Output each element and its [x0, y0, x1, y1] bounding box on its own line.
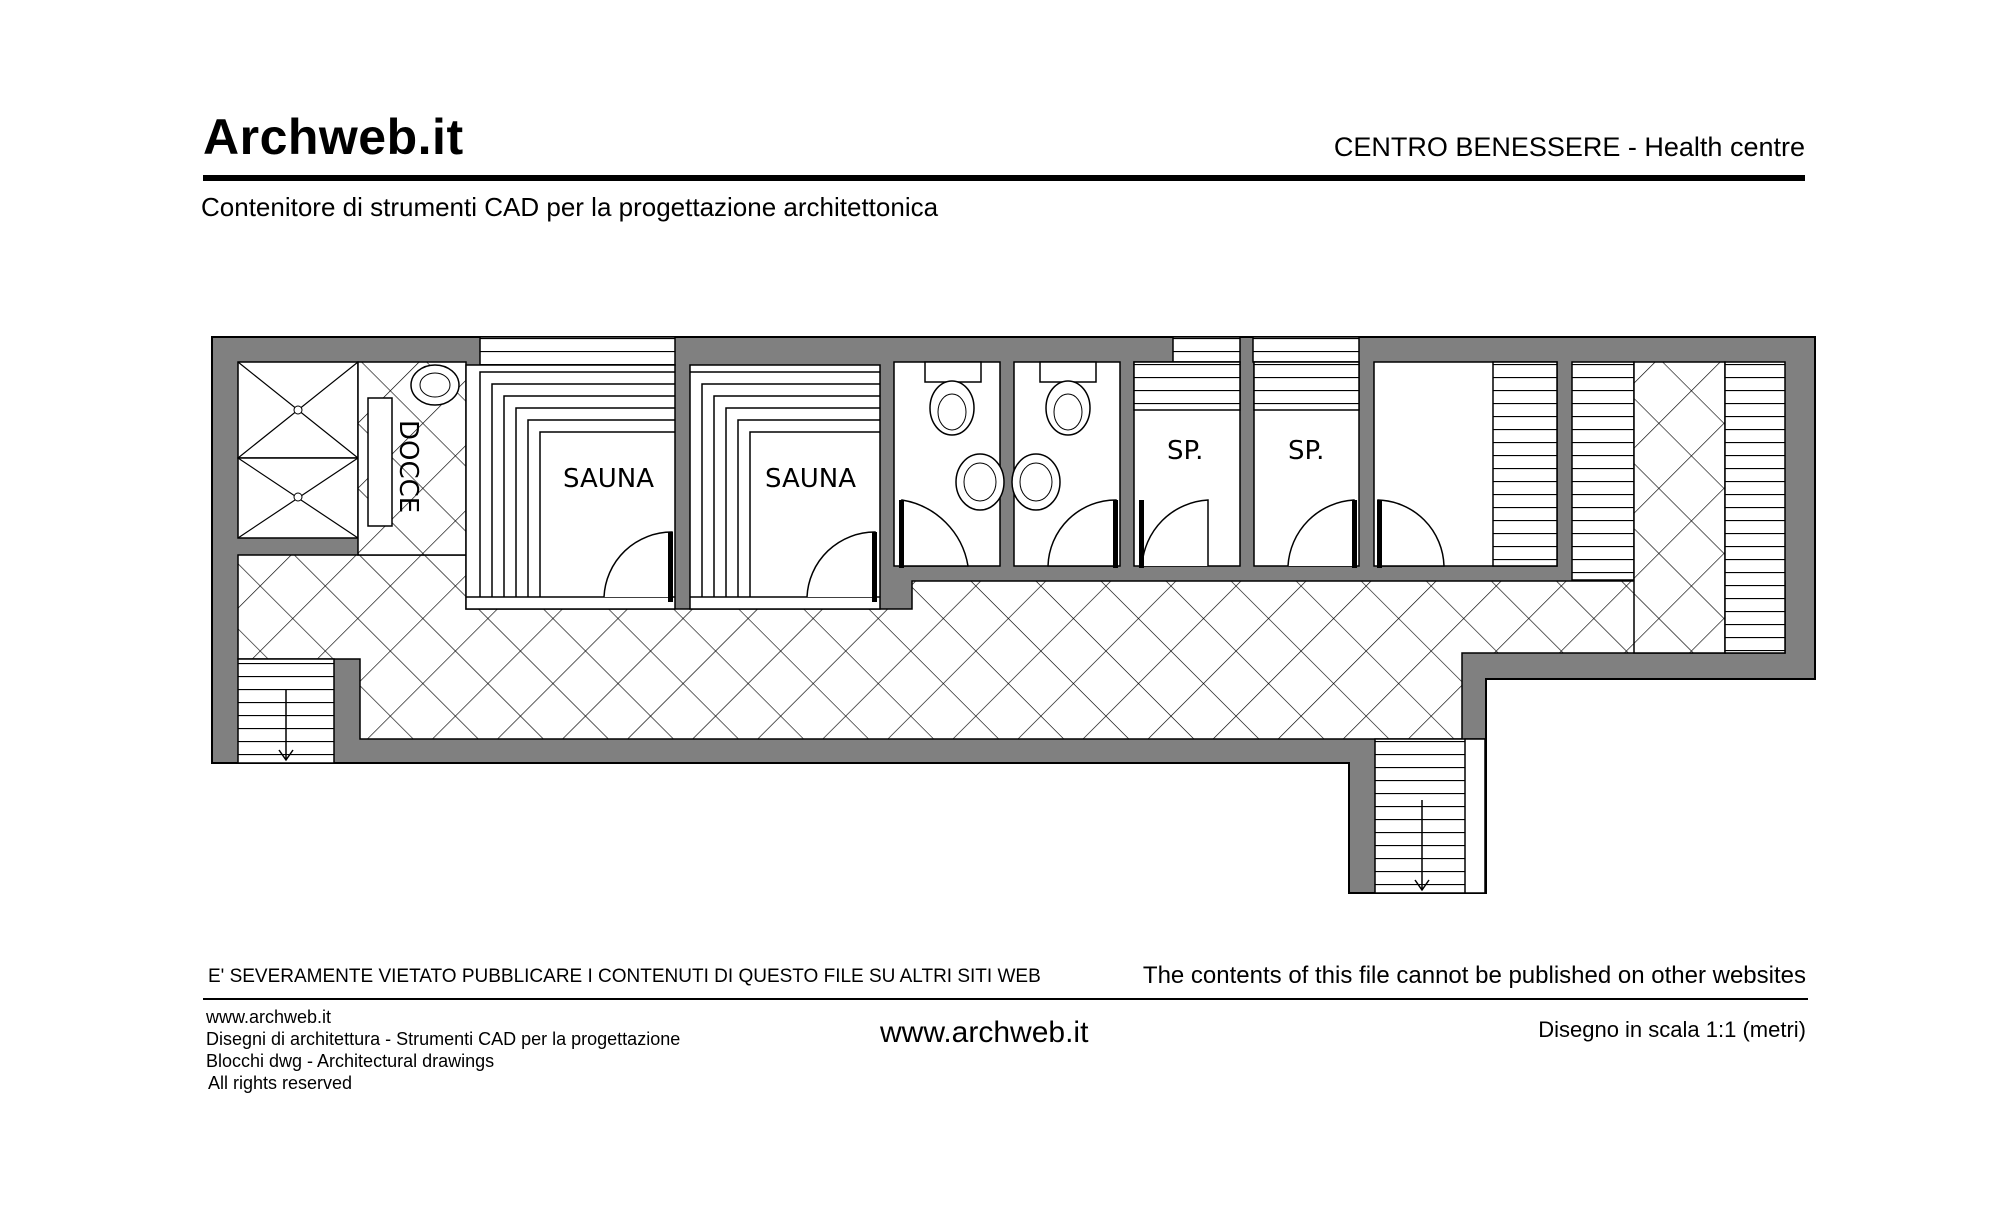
- footer-line-3: Blocchi dwg - Architectural drawings: [206, 1051, 495, 1071]
- brand-logo-text: Archweb.it: [203, 109, 464, 165]
- sauna-1: SAUNA: [465, 336, 676, 610]
- label-sauna-1: SAUNA: [563, 464, 654, 494]
- label-sp-1: SP.: [1167, 436, 1203, 466]
- changing-rooms: SP. SP.: [1133, 336, 1360, 568]
- footer-line-1: www.archweb.it: [206, 1007, 332, 1027]
- warning-english: The contents of this file cannot be publ…: [1142, 962, 1806, 989]
- staircase-left: [278, 690, 294, 762]
- footer-line-4: All rights reserved: [208, 1073, 353, 1093]
- label-docce: DOCCE: [393, 420, 423, 513]
- label-sauna-2: SAUNA: [765, 464, 856, 494]
- label-sp-2: SP.: [1288, 436, 1324, 466]
- wc-1: [893, 361, 1005, 568]
- footer-url: www.archweb.it: [880, 1016, 1089, 1049]
- footer-rule: [203, 998, 1808, 1000]
- sauna-2: SAUNA: [689, 364, 881, 610]
- footer-line-2: Disegni di architettura - Strumenti CAD …: [206, 1029, 681, 1049]
- scale-note: Disegno in scala 1:1 (metri): [1538, 1017, 1806, 1042]
- subtitle: Contenitore di strumenti CAD per la prog…: [201, 192, 939, 222]
- shower-stalls: DOCCE: [237, 361, 467, 556]
- drawing-title: CENTRO BENESSERE - Health centre: [1333, 132, 1805, 162]
- header-rule: [203, 175, 1805, 181]
- wc-2: [1011, 361, 1121, 568]
- staircase-bottom: [1374, 738, 1486, 894]
- relax-area: [1373, 361, 1786, 654]
- warning-italian: E' SEVERAMENTE VIETATO PUBBLICARE I CONT…: [208, 966, 1041, 987]
